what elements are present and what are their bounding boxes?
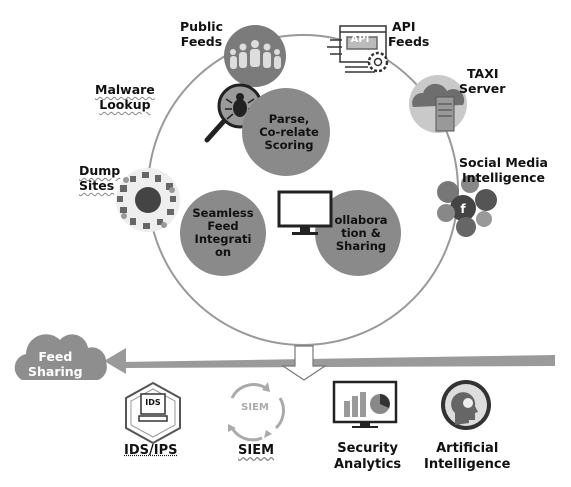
label-line: Server [459,81,506,96]
collaboration-circle: ollabora tion & Sharing [315,190,401,276]
circle-text-line: Integrati [194,232,252,246]
gear-icon [367,51,389,73]
label-line: Intelligence [461,170,546,185]
label-line: API [392,19,416,34]
label-line: Sharing [28,364,83,379]
circle-text-line: Parse, [268,111,310,126]
dump-sites-icon [116,168,180,232]
people-icon [224,25,286,87]
circle-text-line: Feed [207,219,239,233]
artificial-intelligence-label: Artificial Intelligence [424,441,510,473]
api-feeds-label: API Feeds [388,19,429,49]
circle-text-line: Scoring [264,137,314,152]
label-line: Intelligence [424,457,511,472]
circle-text-line: ollabora [334,212,388,227]
siem-cycle-icon [228,382,285,442]
cloud-icon [14,334,107,380]
label-line: Feed [38,349,73,364]
parse-correlate-circle: Parse, Co-relate Scoring [242,88,330,176]
dump-sites-label: Dump Sites [79,163,120,193]
ids-icon-text: IDS [145,398,161,407]
label-line: Lookup [99,97,151,112]
monitor-overlay [277,190,333,235]
circle-text-line: Sharing [335,238,387,253]
ids-hexagon-icon [125,381,181,445]
feed-arrow-shaft [120,355,555,368]
label-line: Malware [95,82,155,97]
server-icon [409,75,467,133]
label-line: Sites [79,178,115,193]
label-line: Artificial [436,441,499,456]
malware-lookup-label: Malware Lookup [95,82,155,112]
api-screen-text: API [350,34,370,45]
down-arrow [281,345,327,381]
circle-text-line: tion & [341,225,381,240]
label-line: Dump [79,163,121,178]
taxi-server-label: TAXI Server [459,66,505,96]
feed-arrow-head [104,348,126,374]
label-line: Social Media [459,155,548,170]
social-media-label: Social Media Intelligence [459,155,548,185]
label-line: TAXI [467,66,499,81]
social-media-icon: f [437,175,497,237]
ids-ips-label: IDS/IPS [124,443,178,458]
security-analytics-label: Security Analytics [334,441,401,473]
label-line: Feeds [388,34,430,49]
svg-text:f: f [460,202,466,216]
label-line: Public [180,19,223,34]
public-feeds-label: Public Feeds [180,19,223,49]
seamless-feed-circle: Seamless Feed Integrati on [180,190,266,276]
circle-text-line: Co-relate [259,124,319,139]
analytics-chart-icon [332,380,398,428]
siem-label: SIEM [238,443,275,458]
label-line: Security [337,441,398,456]
siem-icon-text: SIEM [241,402,269,413]
feed-sharing-label: Feed Sharing [28,349,83,379]
ai-head-icon [441,380,491,430]
label-line: Feeds [180,34,223,49]
circle-text-line: on [214,245,232,259]
circle-text-line: Seamless [192,206,254,220]
label-line: Analytics [334,457,402,472]
